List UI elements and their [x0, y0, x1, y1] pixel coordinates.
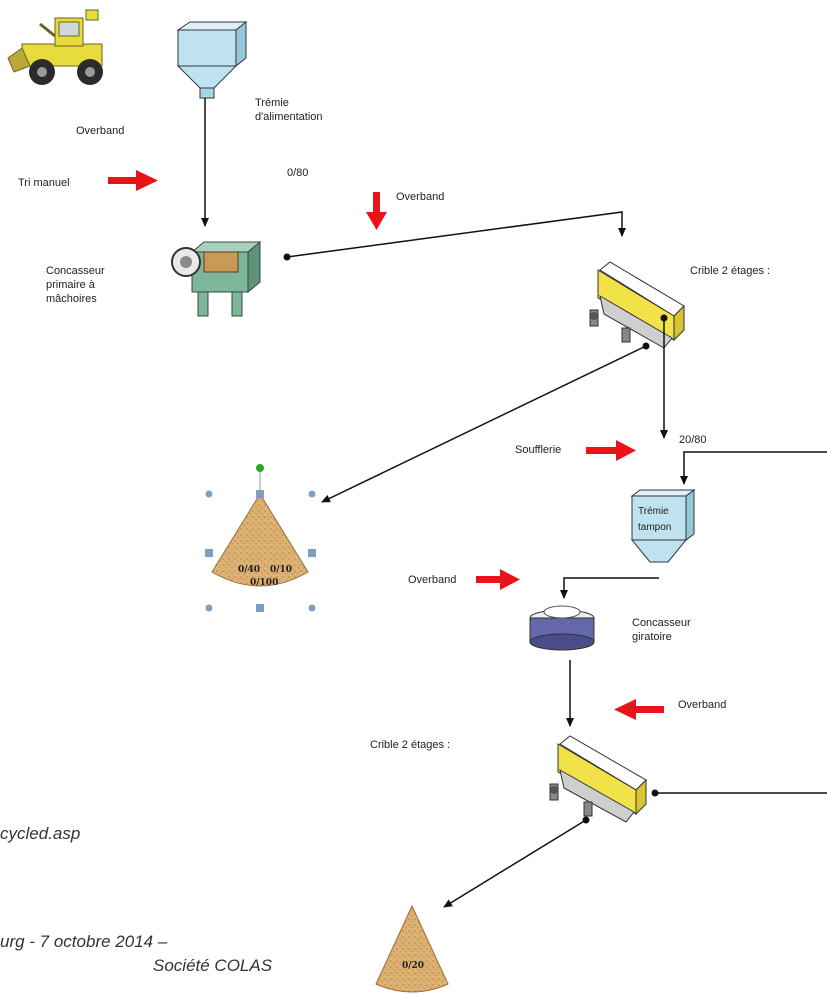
buffer-hopper-label-line-1: Trémie	[638, 506, 669, 517]
jaw-crusher-label: Concasseur primaire à mâchoires	[46, 265, 105, 305]
jaw-crusher-icon	[171, 240, 262, 317]
selection-handle[interactable]	[205, 604, 213, 612]
feed-hopper-label: Trémie d'alimentation	[255, 97, 323, 123]
buffer-hopper-label-line-2: tampon	[638, 522, 671, 533]
red-arrow-overband-3	[476, 569, 520, 590]
gyratory-crusher-label: Concasseur giratoire	[632, 617, 691, 643]
pile-1-label-a: 0/40	[238, 565, 260, 575]
pile-2-label: 0/20	[402, 961, 424, 971]
footer-company: Société COLAS	[153, 956, 273, 975]
selection-handle[interactable]	[308, 604, 316, 612]
gyratory-crusher-icon	[529, 605, 595, 651]
vibrating-screen-2-icon	[549, 735, 647, 823]
overband-label-3: Overband	[408, 574, 457, 586]
footer-date-fragment: urg - 7 octobre 2014 –	[0, 932, 168, 951]
soufflerie-label: Soufflerie	[515, 444, 562, 456]
red-arrow-soufflerie	[586, 440, 636, 461]
footer-url-fragment: cycled.asp	[0, 824, 81, 843]
connector-crusher-to-crible-1	[286, 211, 626, 258]
red-arrow-overband-4	[614, 699, 664, 720]
pile-1-label-b: 0/10	[270, 565, 292, 575]
selection-handle[interactable]	[256, 490, 264, 498]
crible-1-label: Crible 2 étages :	[690, 265, 771, 277]
wheel-loader-icon	[7, 9, 103, 85]
stockpile-1[interactable]: 0/40 0/10 0/100	[205, 464, 316, 612]
buffer-hopper-icon: Trémie tampon	[630, 489, 696, 563]
selection-handle[interactable]	[205, 490, 213, 498]
feed-hopper-icon	[176, 20, 248, 99]
overband-label-1: Overband	[76, 125, 125, 137]
selection-handle[interactable]	[308, 490, 316, 498]
selection-handle[interactable]	[256, 604, 264, 612]
overband-label-4: Overband	[678, 699, 727, 711]
rotation-handle[interactable]	[256, 464, 264, 472]
selection-handle[interactable]	[308, 549, 316, 557]
selection-handle[interactable]	[205, 549, 213, 557]
connector-recirculation-to-tremie-tampon	[680, 451, 827, 485]
tri-manuel-label: Tri manuel	[18, 177, 70, 189]
red-arrow-overband-down	[366, 192, 387, 230]
connector-crible-2-to-pile-2	[443, 819, 587, 908]
connector-crible-1-to-pile-1	[321, 345, 647, 503]
size-0-80-label: 0/80	[287, 167, 309, 179]
overband-label-2: Overband	[396, 191, 445, 203]
crible-2-label: Crible 2 étages :	[370, 739, 451, 751]
red-arrow-tri-manuel	[108, 170, 158, 191]
size-20-80-label: 20/80	[679, 434, 707, 446]
connector-tremie-to-giratoire	[560, 577, 659, 599]
vibrating-screen-1-icon	[589, 261, 685, 349]
pile-1-label-c: 0/100	[250, 578, 278, 588]
stockpile-2: 0/20	[375, 904, 449, 993]
